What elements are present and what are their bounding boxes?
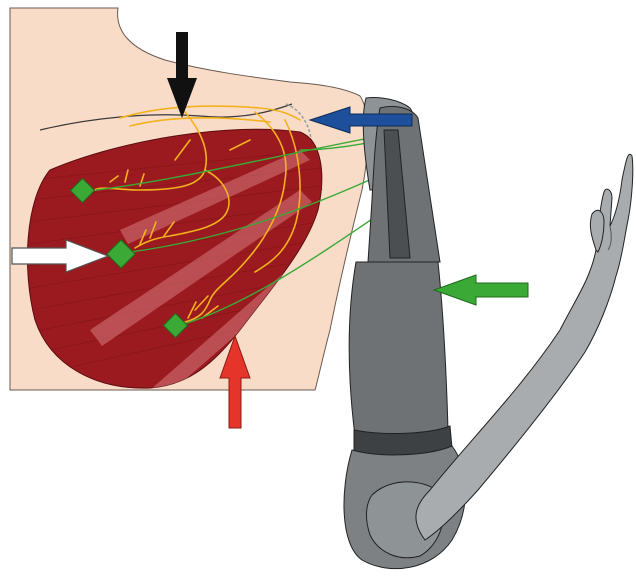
prosthetic-arm (344, 97, 633, 568)
upper-arm-body (349, 262, 448, 438)
green-arrow (434, 275, 528, 305)
